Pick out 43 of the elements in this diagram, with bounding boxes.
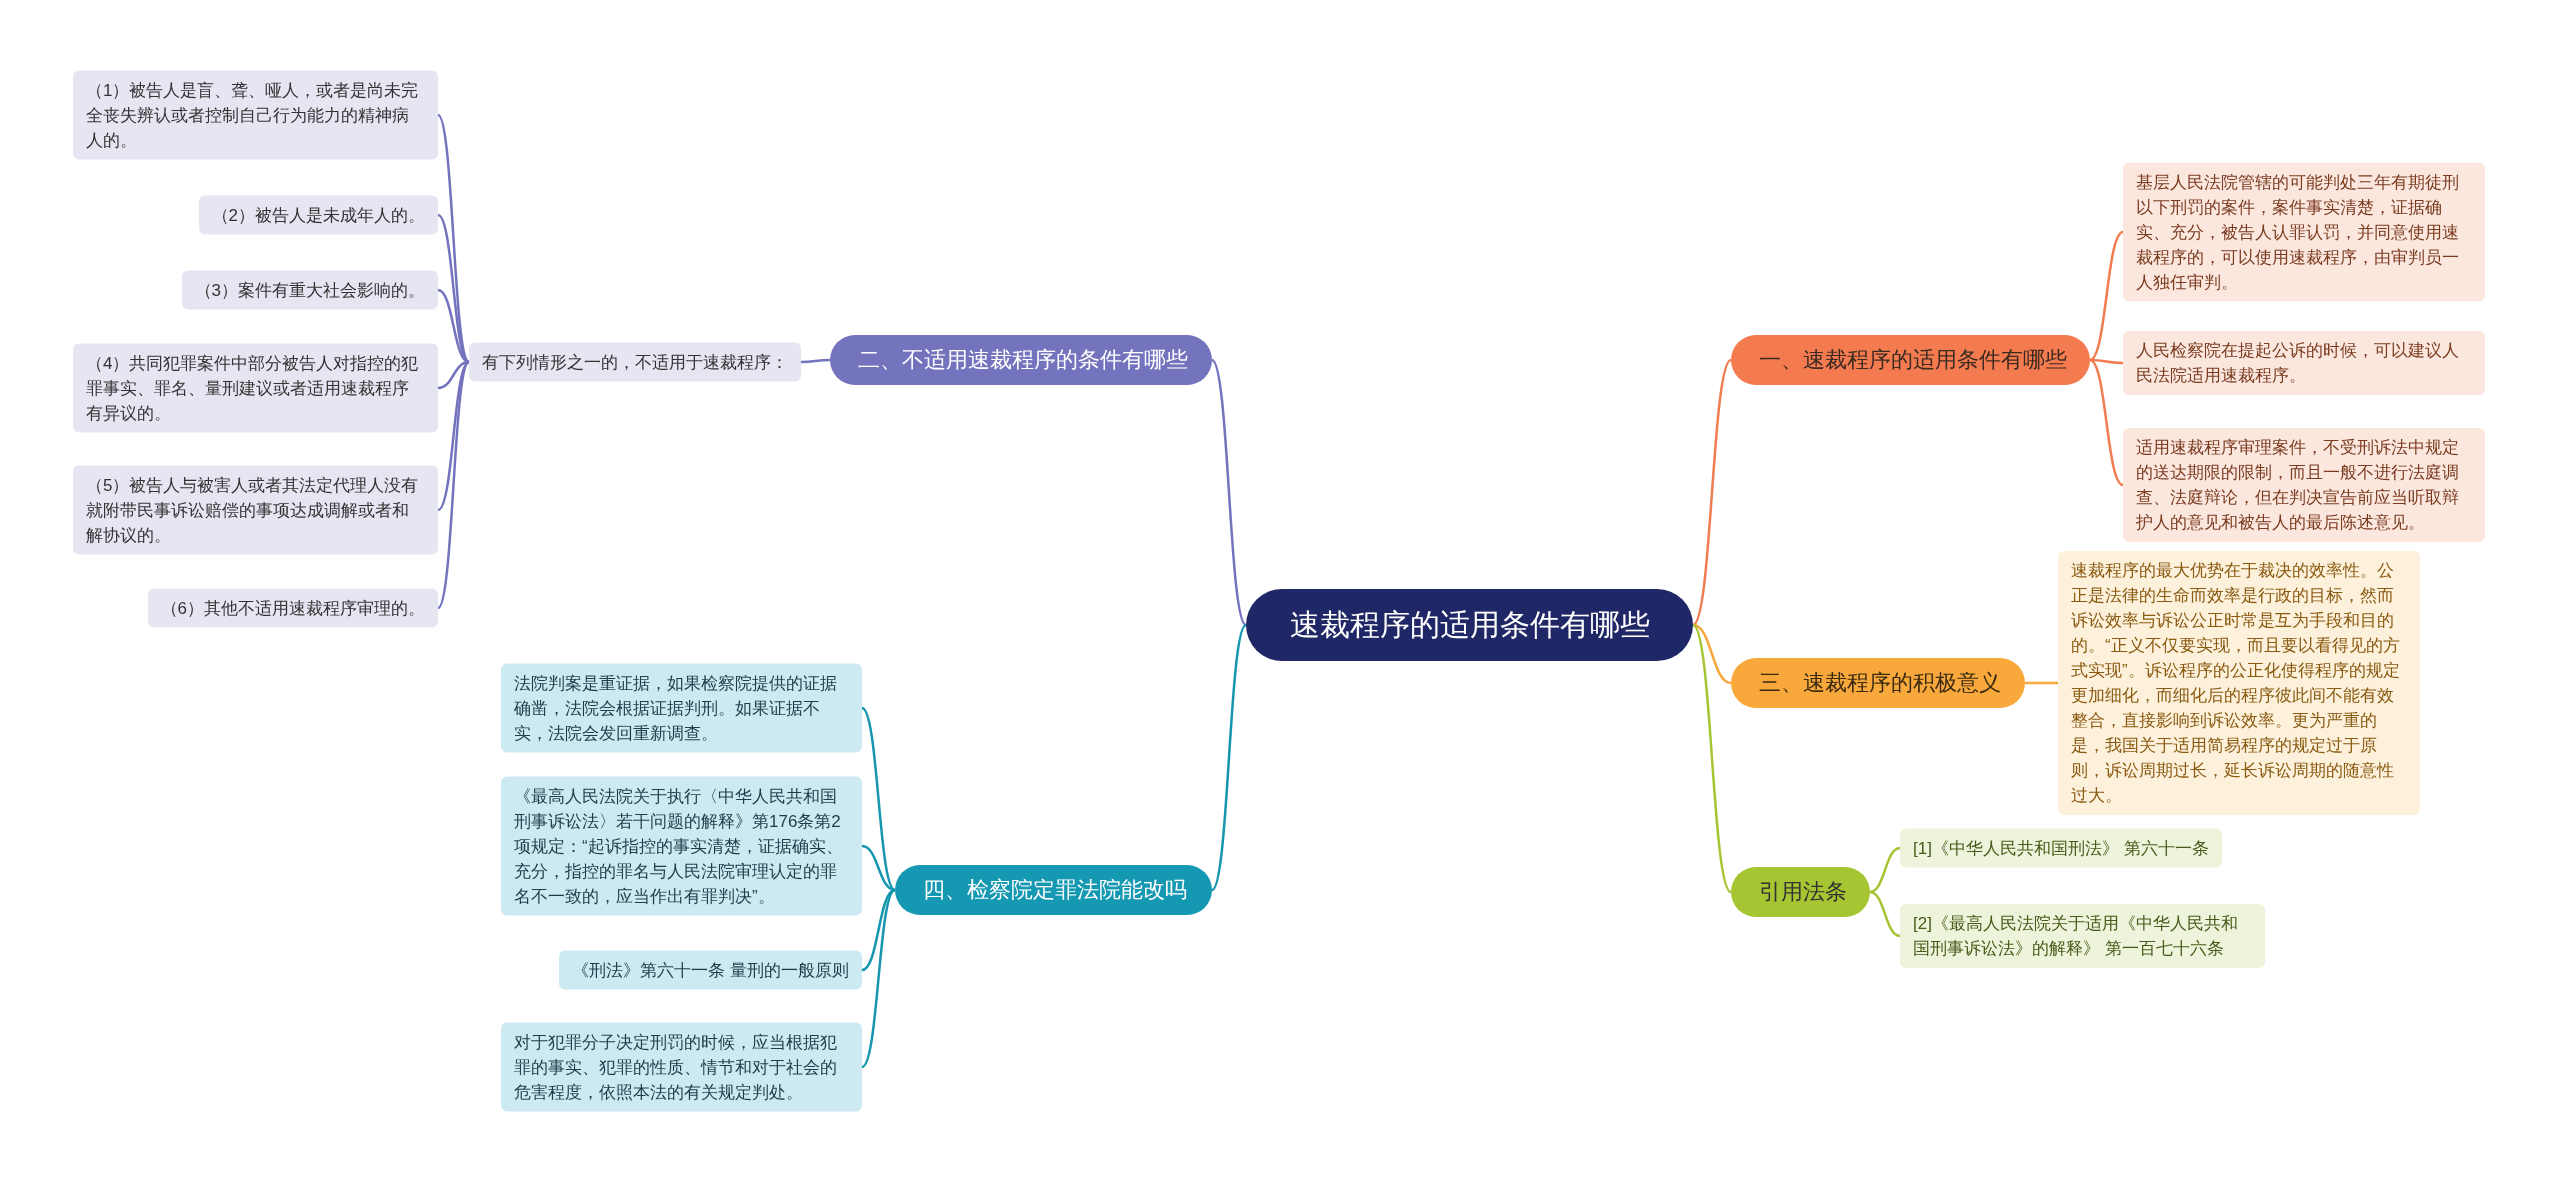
connector (2090, 358, 2123, 365)
connector (437, 361, 470, 609)
note-box: 人民检察院在提起公诉的时候，可以建议人民法院适用速裁程序。 (2123, 331, 2485, 395)
connector (861, 844, 896, 892)
branch-topic: 三、速裁程序的积极意义 (1731, 658, 2025, 708)
connector (1692, 359, 1732, 626)
branch-topic: 一、速裁程序的适用条件有哪些 (1731, 335, 2090, 385)
connector (861, 889, 896, 1068)
central-topic: 速裁程序的适用条件有哪些 (1246, 589, 1693, 661)
connector (1692, 624, 1732, 893)
note-box: 《刑法》第六十一条 量刑的一般原则 (559, 950, 862, 990)
connector (437, 361, 470, 511)
connector (437, 214, 470, 363)
note-box: 法院判案是重证据，如果检察院提供的证据确凿，法院会根据证据判刑。如果证据不实，法院会发回重新调查。 (501, 663, 862, 753)
branch-topic: 二、不适用速裁程序的条件有哪些 (830, 335, 1212, 385)
connector (2089, 358, 2124, 487)
note-box: 《最高人民法院关于执行〈中华人民共和国刑事诉讼法〉若干问题的解释》第176条第2项规定：“起诉指控的事实清楚，证据确实、充分，指控的罪名与人民法院审理认定的罪名不一致的，应当作出有罪判决”。 (501, 776, 862, 916)
connector (861, 888, 896, 972)
branch-topic: 四、检察院定罪法院能改吗 (895, 865, 1212, 915)
note-box: 适用速裁程序审理案件，不受刑诉法中规定的送达期限的限制，而且一般不进行法庭调查、法庭辩论，但在判决宣告前应当听取辩护人的意见和被告人的最后陈述意见。 (2123, 428, 2485, 542)
note-box: [2]《最高人民法院关于适用《中华人民共和国刑事诉讼法》的解释》 第一百七十六条 (1900, 904, 2265, 968)
note-box: （6）其他不适用速裁程序审理的。 (147, 588, 438, 628)
note-box: （5）被告人与被害人或者其法定代理人没有就附带民事诉讼赔偿的事项达成调解或者和解协议的。 (73, 465, 438, 555)
connector (801, 358, 830, 364)
note-box: （4）共同犯罪案件中部分被告人对指控的犯罪事实、罪名、量刑建议或者适用速裁程序有异议的。 (73, 343, 438, 433)
connector (1211, 624, 1247, 891)
connector (1869, 890, 1901, 938)
note-box: 速裁程序的最大优势在于裁决的效率性。公正是法律的生命而效率是行政的目标，然而诉讼效率与诉讼公正时常是互为手段和目的的。“正义不仅要实现，而且要以看得见的方式实现”。诉讼程序的公正化使得程序的规定更加细化，而细化后的程序彼此间不能有效整合，直接影响到诉讼效率。更为严重的是，我国关于适用简易程序的规定过于原则，诉讼周期过长，延长诉讼周期的随意性过大。 (2058, 551, 2420, 815)
note-box: [1]《中华人民共和国刑法》 第六十一条 (1900, 828, 2222, 868)
branch-topic: 引用法条 (1731, 867, 1870, 917)
note-box: （2）被告人是未成年人的。 (198, 195, 438, 235)
note-box: 有下列情形之一的，不适用于速裁程序： (469, 342, 801, 382)
connector (1692, 623, 1732, 685)
connector (1869, 846, 1901, 894)
note-box: （3）案件有重大社会影响的。 (181, 270, 438, 310)
note-box: （1）被告人是盲、聋、哑人，或者是尚未完全丧失辨认或者控制自己行为能力的精神病人的。 (73, 70, 438, 160)
note-box: 基层人民法院管辖的可能判处三年有期徒刑以下刑罚的案件，案件事实清楚，证据确实、充分，被告人认罪认罚，并同意使用速裁程序的，可以使用速裁程序，由审判员一人独任审判。 (2123, 162, 2485, 302)
connector (437, 114, 470, 363)
connector (1211, 359, 1247, 626)
connector (2025, 681, 2058, 685)
connector (2089, 230, 2124, 362)
connector (861, 707, 896, 891)
note-box: 对于犯罪分子决定刑罚的时候，应当根据犯罪的事实、犯罪的性质、情节和对于社会的危害程度，依照本法的有关规定判处。 (501, 1022, 862, 1112)
